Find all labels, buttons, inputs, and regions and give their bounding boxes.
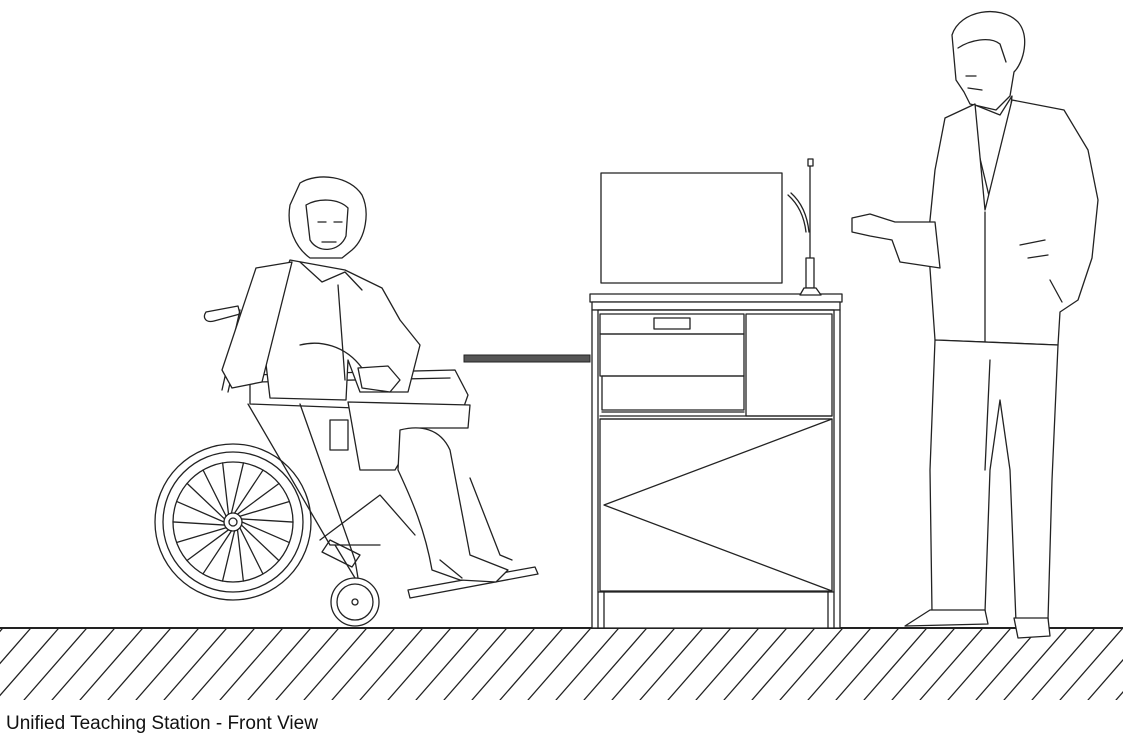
hatch-line [555,628,619,700]
hatch-line [303,628,367,700]
hatch-line [695,628,759,700]
hatch-line [891,628,955,700]
person-in-wheelchair [221,176,509,583]
hatch-line [0,628,59,697]
hatch-line [0,628,3,633]
spoke [172,521,226,526]
spoke [241,521,291,544]
hatch-line [611,628,675,700]
spoke [230,462,245,514]
spoke [239,527,264,575]
spoke [233,469,264,514]
spoke [240,524,280,562]
hatch-line [387,628,451,700]
hatch-line [779,628,843,700]
hatch-line [415,628,479,700]
hatch-line [947,628,1011,700]
hatch-line [639,628,703,700]
drawer-label-slot [653,317,691,330]
hatch-line [751,628,815,700]
hatch-line [807,628,871,700]
hatch-line [1059,628,1123,700]
hatch-line [191,628,255,700]
hatch-line [107,628,171,700]
lower-cabinet-door [599,418,833,592]
hatch-line [275,628,339,700]
hatch-line [471,628,535,700]
drawer-lower [601,375,745,411]
spoke [221,530,236,582]
spoke [240,518,294,523]
side-work-surface [463,354,591,363]
spoke [221,462,230,515]
monitor [600,172,783,284]
spoke [202,469,227,517]
hatch-line [79,628,143,700]
door-swing-indicator [603,418,833,592]
hatch-line [359,628,423,700]
front-view-drawing [0,10,1123,700]
standing-instructor [851,10,1099,639]
hatch-line [835,628,899,700]
hatch-line [23,628,87,700]
hatch-line [163,628,227,700]
hatch-line [331,628,395,700]
spoke [239,500,291,517]
hatch-line [247,628,311,700]
spoke [186,529,230,562]
spoke [186,482,226,520]
spoke [236,482,280,515]
spoke [202,530,233,575]
hatch-line [667,628,731,700]
microphone-icon [787,158,822,296]
wheel-spokes [172,462,294,582]
spoke [175,527,227,544]
hatch-line [527,628,591,700]
floor-ground-line [0,627,1123,700]
hatch-line [1003,628,1067,700]
floor-hatching [0,628,1123,700]
hatch-line [583,628,647,700]
hatch-line [723,628,787,700]
hatch-line [919,628,983,700]
hatch-line [975,628,1039,700]
hatch-line [443,628,507,700]
drawing-caption: Unified Teaching Station - Front View [6,713,318,734]
hatch-line [0,628,31,665]
hatch-line [135,628,199,700]
hatch-line [219,628,283,700]
hatch-line [499,628,563,700]
hatch-line [1087,658,1123,700]
hatch-line [1031,628,1095,700]
spoke [236,529,245,582]
spoke [175,500,225,523]
hatch-line [51,628,115,700]
teaching-station-cabinet [589,293,843,629]
hatch-line [863,628,927,700]
